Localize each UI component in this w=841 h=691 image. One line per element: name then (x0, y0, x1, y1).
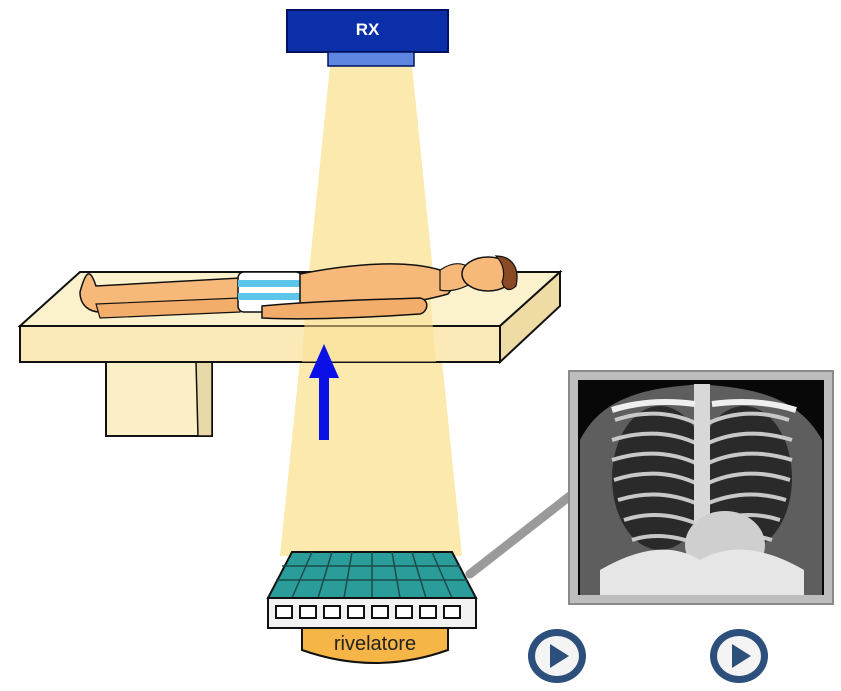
table-leg (106, 362, 212, 436)
source-label: RX (287, 10, 448, 50)
play-button-1[interactable] (525, 626, 589, 686)
chest-xray-image (569, 371, 833, 604)
play-icon (707, 626, 771, 686)
detector-label: rivelatore (300, 628, 450, 660)
play-icon (525, 626, 589, 686)
connector-line (470, 492, 575, 574)
play-button-2[interactable] (707, 626, 771, 686)
